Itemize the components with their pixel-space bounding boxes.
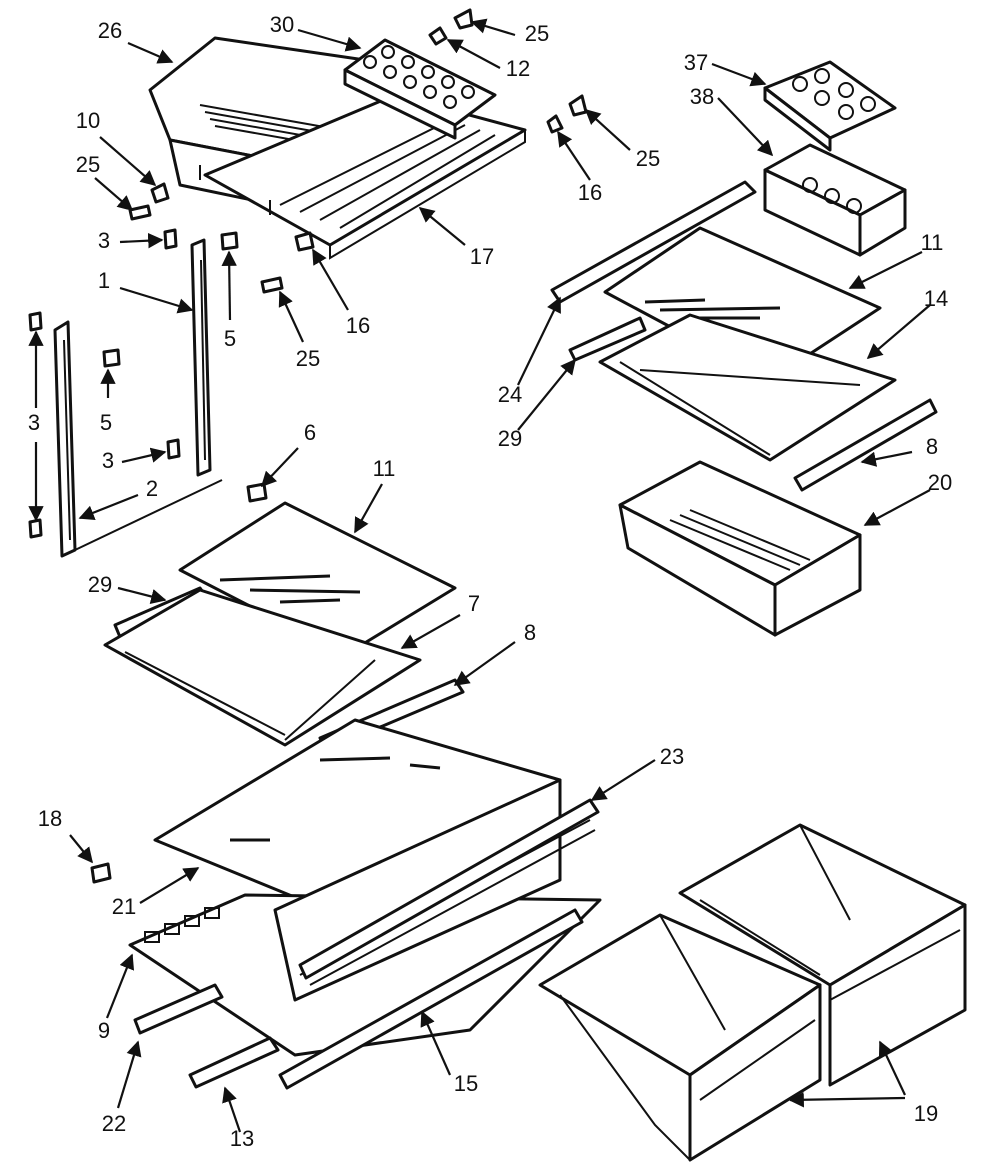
callout-5-upper: 5 <box>224 326 236 351</box>
callout-30: 30 <box>270 12 294 37</box>
callout-37: 37 <box>684 50 708 75</box>
part-20-drawer <box>618 460 862 637</box>
part-2-rail <box>53 320 77 558</box>
callout-17: 17 <box>470 244 494 269</box>
part-16-clip-mid <box>294 231 315 252</box>
part-37-egg-tray <box>763 60 897 152</box>
callout-16-mid: 16 <box>346 313 370 338</box>
callout-25-top: 25 <box>525 21 549 46</box>
callout-29-right: 29 <box>498 426 522 451</box>
callout-3-top: 3 <box>98 228 110 253</box>
part-25-clip-top <box>453 8 474 30</box>
callout-25-left: 25 <box>76 152 100 177</box>
part-7-shelf-frame <box>103 588 422 747</box>
callout-19: 19 <box>914 1101 938 1126</box>
callout-23: 23 <box>660 744 684 769</box>
part-14-shelf-frame <box>598 313 897 462</box>
callout-12: 12 <box>506 56 530 81</box>
part-6-screw <box>246 482 268 503</box>
part-12-clip <box>428 26 448 46</box>
part-25-clip-right <box>568 94 588 117</box>
part-38-egg-bin <box>763 143 907 257</box>
callout-3-mid: 3 <box>102 448 114 473</box>
rail-alignment-line <box>74 479 223 551</box>
part-5-screw-upper <box>220 231 239 251</box>
callout-6: 6 <box>304 420 316 445</box>
callout-11-upper: 11 <box>921 230 944 255</box>
callouts: 26 30 25 12 25 16 17 10 25 3 1 5 16 25 5… <box>28 12 952 1151</box>
part-25-screw-left <box>128 204 152 221</box>
callout-29-left: 29 <box>88 572 112 597</box>
callout-8-left: 8 <box>524 620 536 645</box>
part-1-rail <box>190 238 212 477</box>
part-25-screw-mid <box>260 276 284 294</box>
part-3-clip-top <box>163 228 178 250</box>
callout-22: 22 <box>102 1111 126 1136</box>
callout-11-lower: 11 <box>373 456 396 481</box>
callout-24: 24 <box>498 382 522 407</box>
callout-25-mid: 25 <box>296 346 320 371</box>
part-3-clip-left-bottom <box>28 518 43 539</box>
callout-13: 13 <box>230 1126 254 1151</box>
part-19-crisper-drawer-left <box>538 913 822 1162</box>
callout-8-right: 8 <box>926 434 938 459</box>
part-29-rail-right <box>568 316 647 362</box>
callout-16-right: 16 <box>578 180 602 205</box>
callout-9: 9 <box>98 1018 110 1043</box>
callout-14: 14 <box>924 286 948 311</box>
part-8-rail-right <box>793 398 938 492</box>
part-15-rail <box>278 908 584 1090</box>
part-18-screw <box>90 862 112 884</box>
part-22-rail <box>133 983 224 1035</box>
part-3-clip-left-top <box>28 311 43 332</box>
part-3-clip-mid <box>166 438 181 460</box>
callout-3-left: 3 <box>28 410 40 435</box>
part-19-crisper-drawer-right <box>678 823 967 1087</box>
part-10-clip <box>150 182 170 204</box>
part-30-egg-tray <box>343 38 497 140</box>
callout-5-lower: 5 <box>100 410 112 435</box>
part-13-rail <box>188 1036 280 1089</box>
callout-15: 15 <box>454 1071 478 1096</box>
part-5-screw-lower <box>102 348 121 368</box>
callout-25-right: 25 <box>636 146 660 171</box>
callout-7: 7 <box>468 591 480 616</box>
part-16-clip-right <box>546 114 564 134</box>
part-23-rail <box>298 798 600 980</box>
callout-10: 10 <box>76 108 100 133</box>
callout-38: 38 <box>690 84 714 109</box>
leader-lines <box>28 18 931 1133</box>
callout-1: 1 <box>98 268 110 293</box>
callout-20: 20 <box>928 470 952 495</box>
callout-21: 21 <box>112 894 136 919</box>
callout-18: 18 <box>38 806 62 831</box>
callout-2: 2 <box>146 476 158 501</box>
callout-26: 26 <box>98 18 122 43</box>
